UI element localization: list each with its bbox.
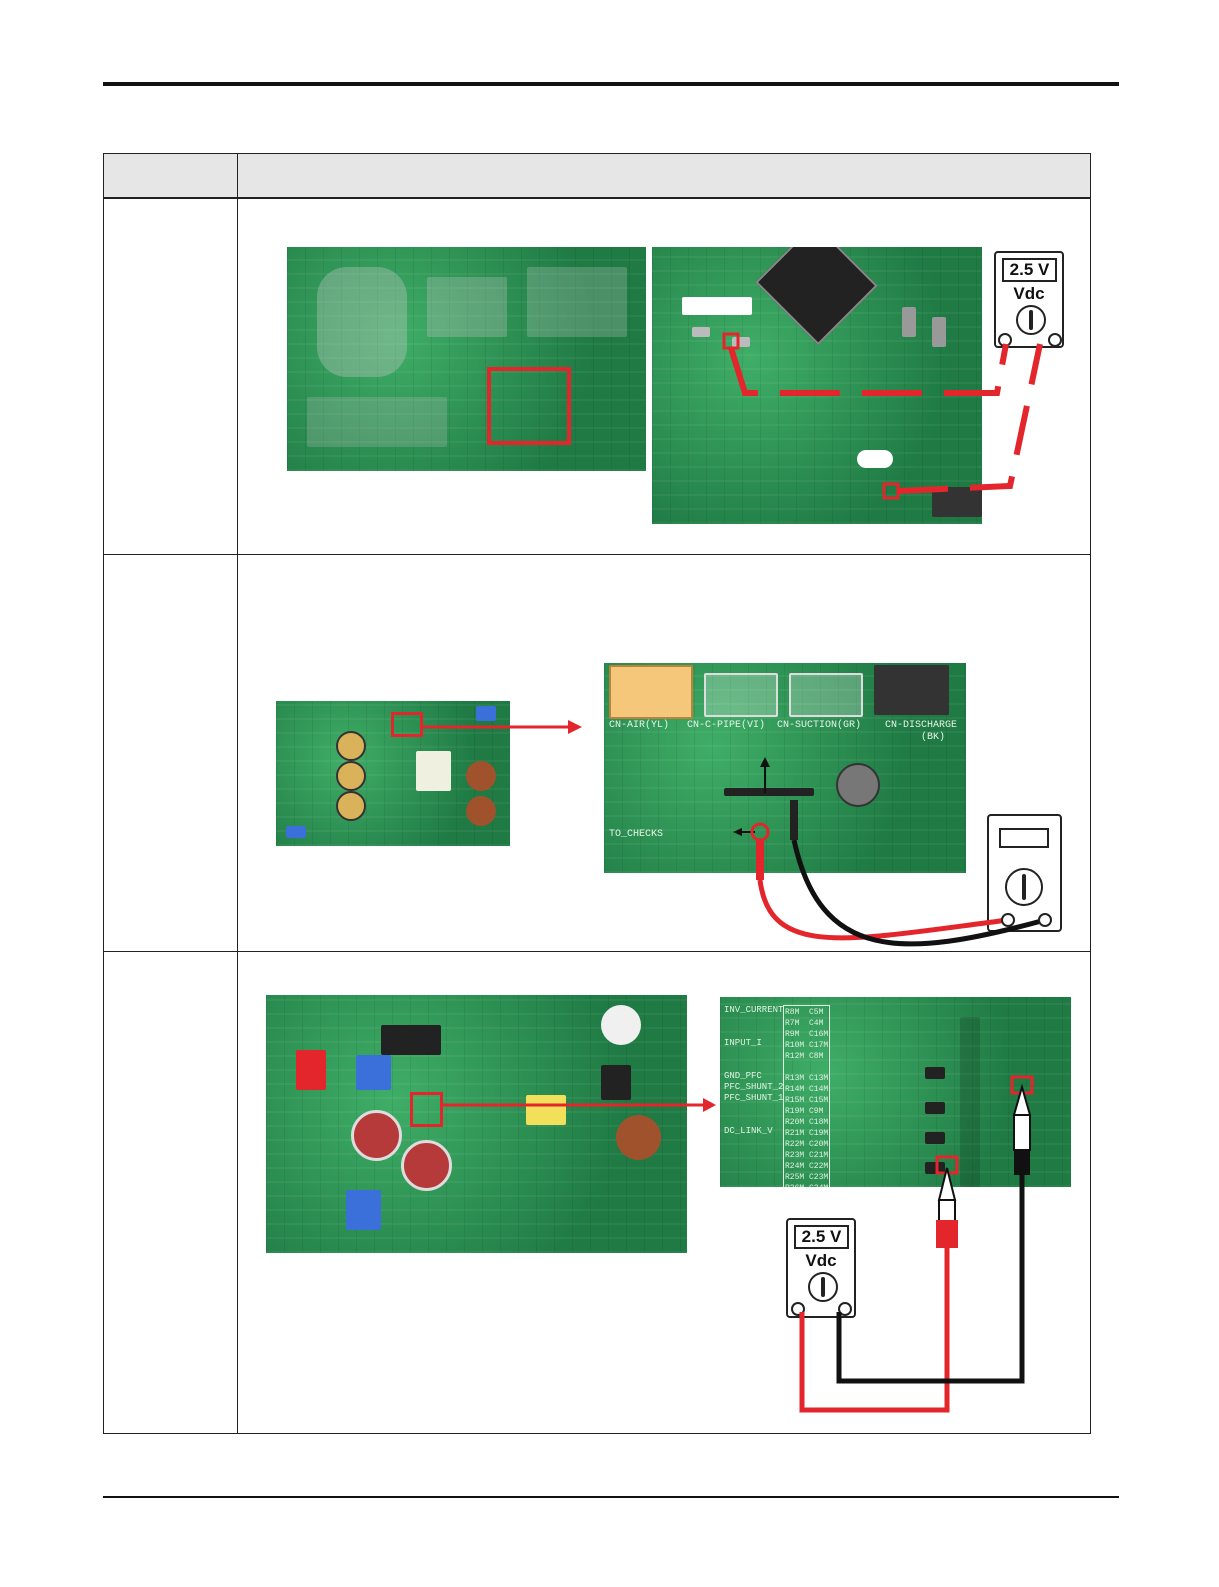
outdoor-pcb-photo-detail <box>652 247 982 524</box>
row-divider <box>104 951 1090 952</box>
row-divider <box>104 198 1090 199</box>
meter-dial <box>1016 305 1046 335</box>
reference-labels: R8M C5M R7M C4M R9M C16M R10M C17M R12M … <box>783 1005 831 1187</box>
inverter-pcb-photo-detail: INV_CURRENT INPUT_I GND_PFC PFC_SHUNT_2 … <box>720 997 1071 1187</box>
signal-labels: INV_CURRENT INPUT_I GND_PFC PFC_SHUNT_2 … <box>724 1005 784 1136</box>
check-label: TO_CHECKS <box>609 829 664 840</box>
meter-dial <box>808 1272 838 1302</box>
meter-reading: 2.5 V <box>794 1225 849 1249</box>
row-divider <box>104 554 1090 555</box>
table-header <box>104 154 1090 198</box>
indoor-pcb-photo-detail: CN-AIR(YL) CN-C-PIPE(VI) CN-SUCTION(GR) … <box>604 663 966 873</box>
multimeter-3: 2.5 V Vdc <box>786 1218 856 1318</box>
meter-jack <box>1048 333 1062 347</box>
multimeter-2 <box>987 814 1062 932</box>
meter-reading: 2.5 V <box>1002 258 1057 282</box>
zoom-region-marker <box>487 367 571 445</box>
procedure-table <box>103 153 1091 1434</box>
outdoor-pcb-photo-overview <box>287 247 646 471</box>
zoom-region-marker <box>410 1092 443 1127</box>
inverter-pcb-photo-overview <box>266 995 687 1253</box>
connector-labels: CN-AIR(YL) CN-C-PIPE(VI) CN-SUCTION(GR) … <box>609 720 958 743</box>
multimeter-1: 2.5 V Vdc <box>994 251 1064 348</box>
footer-rule <box>103 1496 1119 1498</box>
meter-reading <box>999 828 1049 848</box>
indoor-pcb-photo-overview <box>276 701 510 846</box>
meter-dial <box>1005 868 1043 906</box>
column-divider <box>237 154 238 1433</box>
meter-unit: Vdc <box>805 1251 837 1270</box>
zoom-region-marker <box>391 712 423 737</box>
header-rule <box>103 82 1119 86</box>
meter-unit: Vdc <box>1013 284 1045 303</box>
